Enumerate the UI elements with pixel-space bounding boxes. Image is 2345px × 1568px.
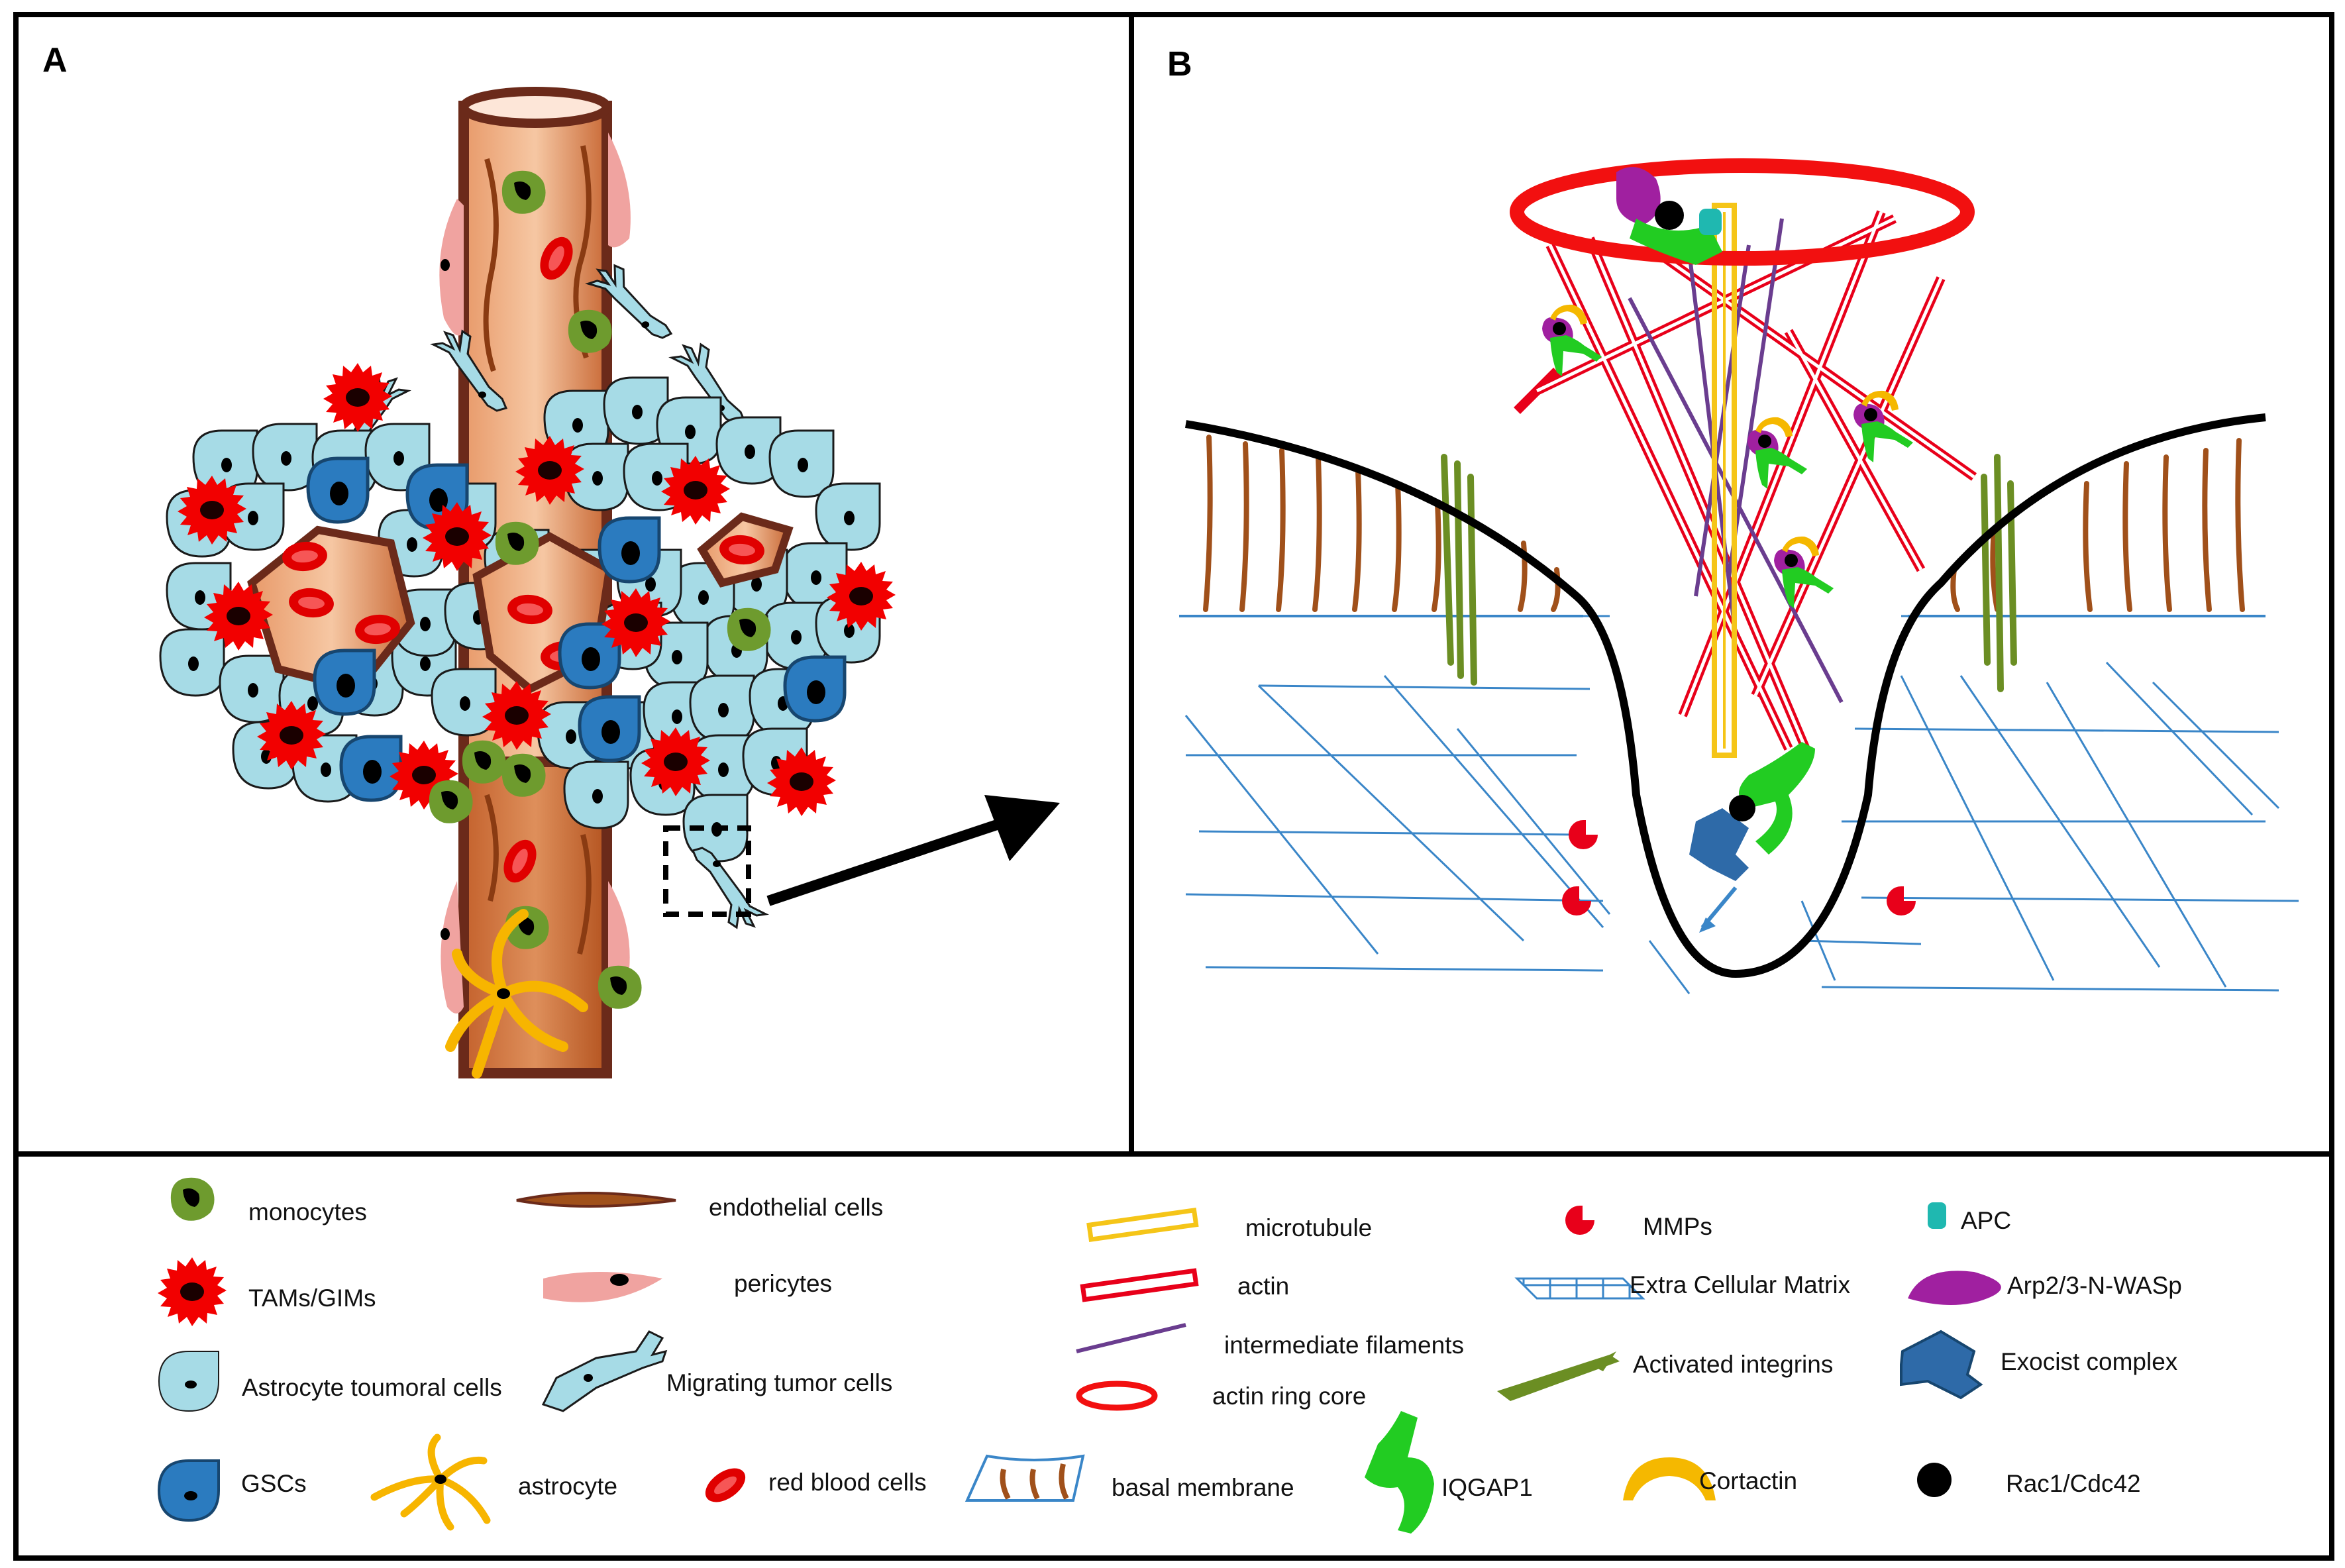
legend-cortactin: Cortactin — [1623, 1457, 1797, 1500]
legend-basal: basal membrane — [964, 1454, 1294, 1502]
legend-integrins-label: Activated integrins — [1633, 1351, 1833, 1378]
legend-rac1-label: Rac1/Cdc42 — [2006, 1470, 2141, 1497]
legend-actin-ring-label: actin ring core — [1212, 1383, 1366, 1410]
cell-membrane — [1185, 413, 2266, 978]
legend-monocytes-label: monocytes — [248, 1198, 367, 1226]
legend: monocytes endothelial cells microtubule … — [157, 1177, 2182, 1534]
legend-migrating: Migrating tumor cells — [541, 1330, 892, 1412]
actin-filaments — [1514, 210, 1977, 757]
legend-cortactin-label: Cortactin — [1699, 1467, 1797, 1494]
tip-complex — [1689, 742, 1815, 933]
legend-actin-ring: actin ring core — [1076, 1381, 1366, 1411]
legend-astrocyte-tumoral-label: Astrocyte toumoral cells — [242, 1374, 502, 1401]
panel-a-label: A — [42, 41, 68, 79]
legend-pericytes-label: pericytes — [734, 1270, 832, 1297]
legend-exocist-label: Exocist complex — [2001, 1348, 2178, 1375]
panel-b — [1179, 158, 2299, 994]
panel-b-label: B — [1167, 45, 1192, 83]
legend-microtubule: microtubule — [1086, 1208, 1372, 1242]
legend-actin: actin — [1080, 1268, 1289, 1302]
legend-intermediate: intermediate filaments — [1076, 1323, 1464, 1359]
legend-mmps-label: MMPs — [1643, 1213, 1712, 1240]
microtubule — [1712, 203, 1737, 758]
legend-apc-label: APC — [1961, 1207, 2011, 1234]
legend-tams: TAMs/GIMs — [158, 1257, 376, 1326]
legend-monocytes: monocytes — [170, 1177, 367, 1226]
legend-astrocyte-tumoral: Astrocyte toumoral cells — [158, 1351, 502, 1412]
legend-arp23: Arp2/3-N-WASp — [1908, 1271, 2182, 1305]
legend-basal-label: basal membrane — [1112, 1474, 1294, 1501]
zoom-arrow — [766, 795, 1060, 906]
legend-intermediate-label: intermediate filaments — [1224, 1332, 1464, 1359]
legend-tams-label: TAMs/GIMs — [248, 1284, 376, 1312]
legend-endothelial-label: endothelial cells — [709, 1194, 883, 1221]
legend-iqgap1-label: IQGAP1 — [1441, 1474, 1533, 1501]
legend-ecm: Extra Cellular Matrix — [1514, 1271, 1851, 1300]
legend-gscs-label: GSCs — [241, 1470, 307, 1497]
complex-top — [1616, 167, 1722, 265]
legend-gscs: GSCs — [157, 1459, 307, 1522]
legend-astrocyte-label: astrocyte — [518, 1473, 617, 1500]
legend-arp23-label: Arp2/3-N-WASp — [2007, 1272, 2182, 1299]
basal-membrane-strokes — [1203, 435, 2245, 612]
zoom-box — [663, 825, 751, 917]
legend-apc: APC — [1928, 1202, 2011, 1234]
actin-ring-core — [1510, 158, 1975, 266]
panel-a — [159, 87, 1060, 1078]
legend-astrocyte: astrocyte — [370, 1434, 617, 1531]
legend-rac1: Rac1/Cdc42 — [1917, 1463, 2141, 1497]
legend-rbc: red blood cells — [705, 1468, 927, 1502]
legend-mmps: MMPs — [1565, 1206, 1712, 1240]
legend-pericytes: pericytes — [543, 1270, 832, 1302]
legend-ecm-label: Extra Cellular Matrix — [1630, 1271, 1851, 1298]
legend-migrating-label: Migrating tumor cells — [666, 1369, 892, 1396]
legend-iqgap1: IQGAP1 — [1365, 1411, 1533, 1534]
pericyte-group — [439, 132, 631, 1014]
legend-exocist: Exocist complex — [1900, 1330, 2178, 1400]
legend-actin-label: actin — [1237, 1273, 1289, 1300]
legend-microtubule-label: microtubule — [1245, 1214, 1372, 1241]
legend-integrins: Activated integrins — [1497, 1351, 1833, 1401]
legend-endothelial: endothelial cells — [516, 1192, 883, 1221]
outer-frame — [13, 12, 2334, 1561]
legend-rbc-label: red blood cells — [768, 1469, 927, 1496]
astrocyte-on-vessel — [445, 909, 588, 1078]
